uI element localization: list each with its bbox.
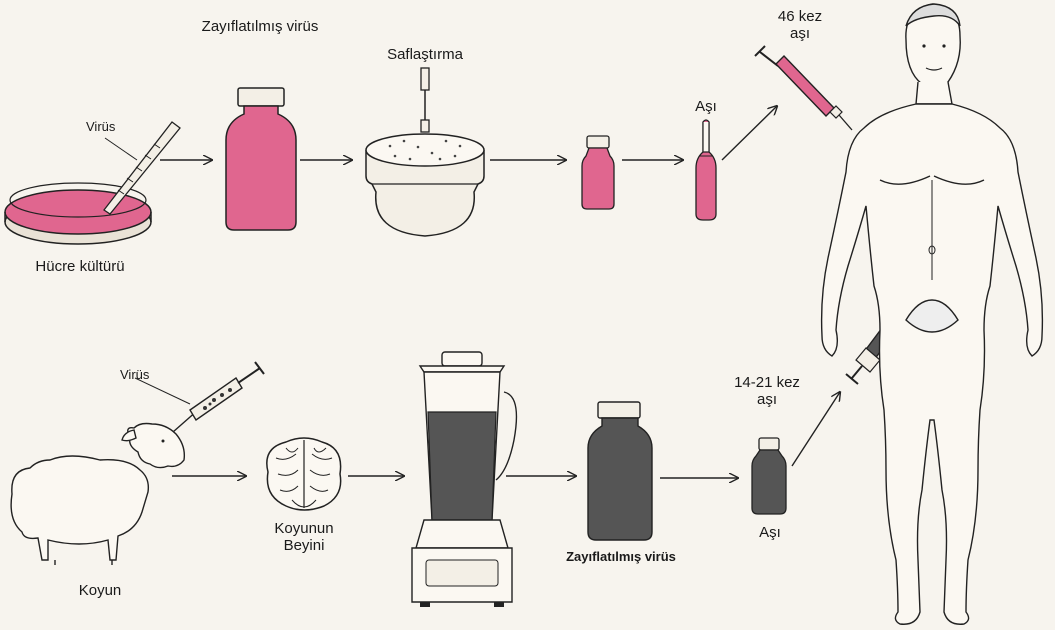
purification-label: Saflaştırma (370, 46, 480, 63)
syringe-icon (135, 362, 264, 432)
doses-label-bottom: 14-21 kez aşı (722, 374, 812, 408)
vaccine-label-top: Aşı (688, 98, 724, 115)
petri-dish-icon (5, 183, 151, 244)
doses-label-top: 46 kez aşı (770, 8, 830, 42)
sheep-brain-label: Koyunun Beyini (264, 520, 344, 554)
vaccine-label-bottom: Aşı (752, 524, 788, 541)
pipette-icon (104, 122, 180, 214)
arrow-icon (722, 106, 777, 160)
cell-culture-label: Hücre kültürü (10, 258, 150, 275)
syringe-icon (755, 46, 852, 130)
ampoule-icon (696, 120, 716, 220)
attenuated-virus-label-bottom: Zayıflatılmış virüs (566, 548, 676, 565)
vial-icon (582, 136, 614, 209)
sheep-label: Koyun (60, 582, 140, 599)
centrifuge-icon (366, 68, 484, 236)
virus-label-bottom: Virüs (120, 366, 149, 383)
blender-icon (412, 352, 516, 607)
vial-icon (226, 88, 296, 230)
brain-icon (267, 438, 341, 510)
human-figure-icon (822, 4, 1043, 624)
virus-label-top: Virüs (86, 118, 115, 135)
vial-icon (752, 438, 786, 514)
sheep-icon (11, 424, 184, 566)
vial-icon (588, 402, 652, 540)
attenuated-virus-label-top: Zayıflatılmış virüs (200, 18, 320, 35)
